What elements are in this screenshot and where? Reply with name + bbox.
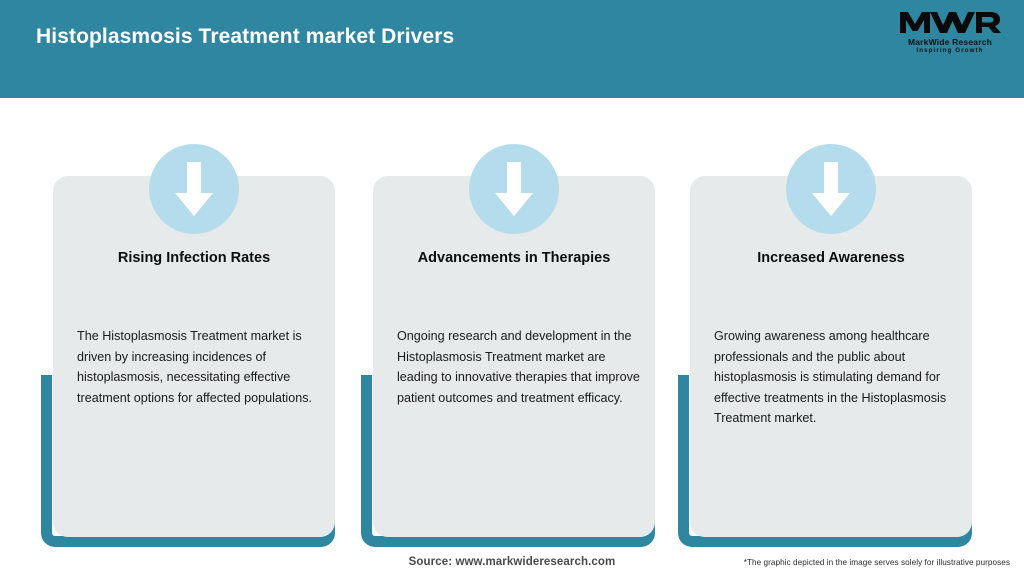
card-title: Advancements in Therapies [417,250,611,266]
driver-card-3: Increased Awareness Growing awareness am… [678,144,972,547]
footer-disclaimer: *The graphic depicted in the image serve… [743,558,1010,567]
arrow-down-icon [149,144,239,234]
card-title: Increased Awareness [757,250,905,266]
card-panel: Increased Awareness Growing awareness am… [690,176,972,537]
driver-card-2: Advancements in Therapies Ongoing resear… [361,144,655,547]
logo-company-name: MarkWide Research [907,37,993,47]
card-panel: Advancements in Therapies Ongoing resear… [373,176,655,537]
arrow-down-icon [786,144,876,234]
card-body-text: The Histoplasmosis Treatment market is d… [77,329,313,405]
card-body-text: Growing awareness among healthcare profe… [714,329,947,425]
page-title: Histoplasmosis Treatment market Drivers [36,25,455,48]
card-title: Rising Infection Rates [117,250,271,266]
brand-logo: MarkWide Research Inspiring Growth [894,8,1006,60]
arrow-down-icon [469,144,559,234]
card-panel: Rising Infection Rates The Histoplasmosi… [53,176,335,537]
logo-tagline: Inspiring Growth [916,47,984,54]
header-bar: Histoplasmosis Treatment market Drivers … [0,0,1024,98]
driver-card-1: Rising Infection Rates The Histoplasmosi… [41,144,335,547]
card-body-text: Ongoing research and development in the … [397,329,640,405]
footer-source: Source: www.markwideresearch.com [408,556,616,568]
mwr-logo-icon [900,12,1001,33]
